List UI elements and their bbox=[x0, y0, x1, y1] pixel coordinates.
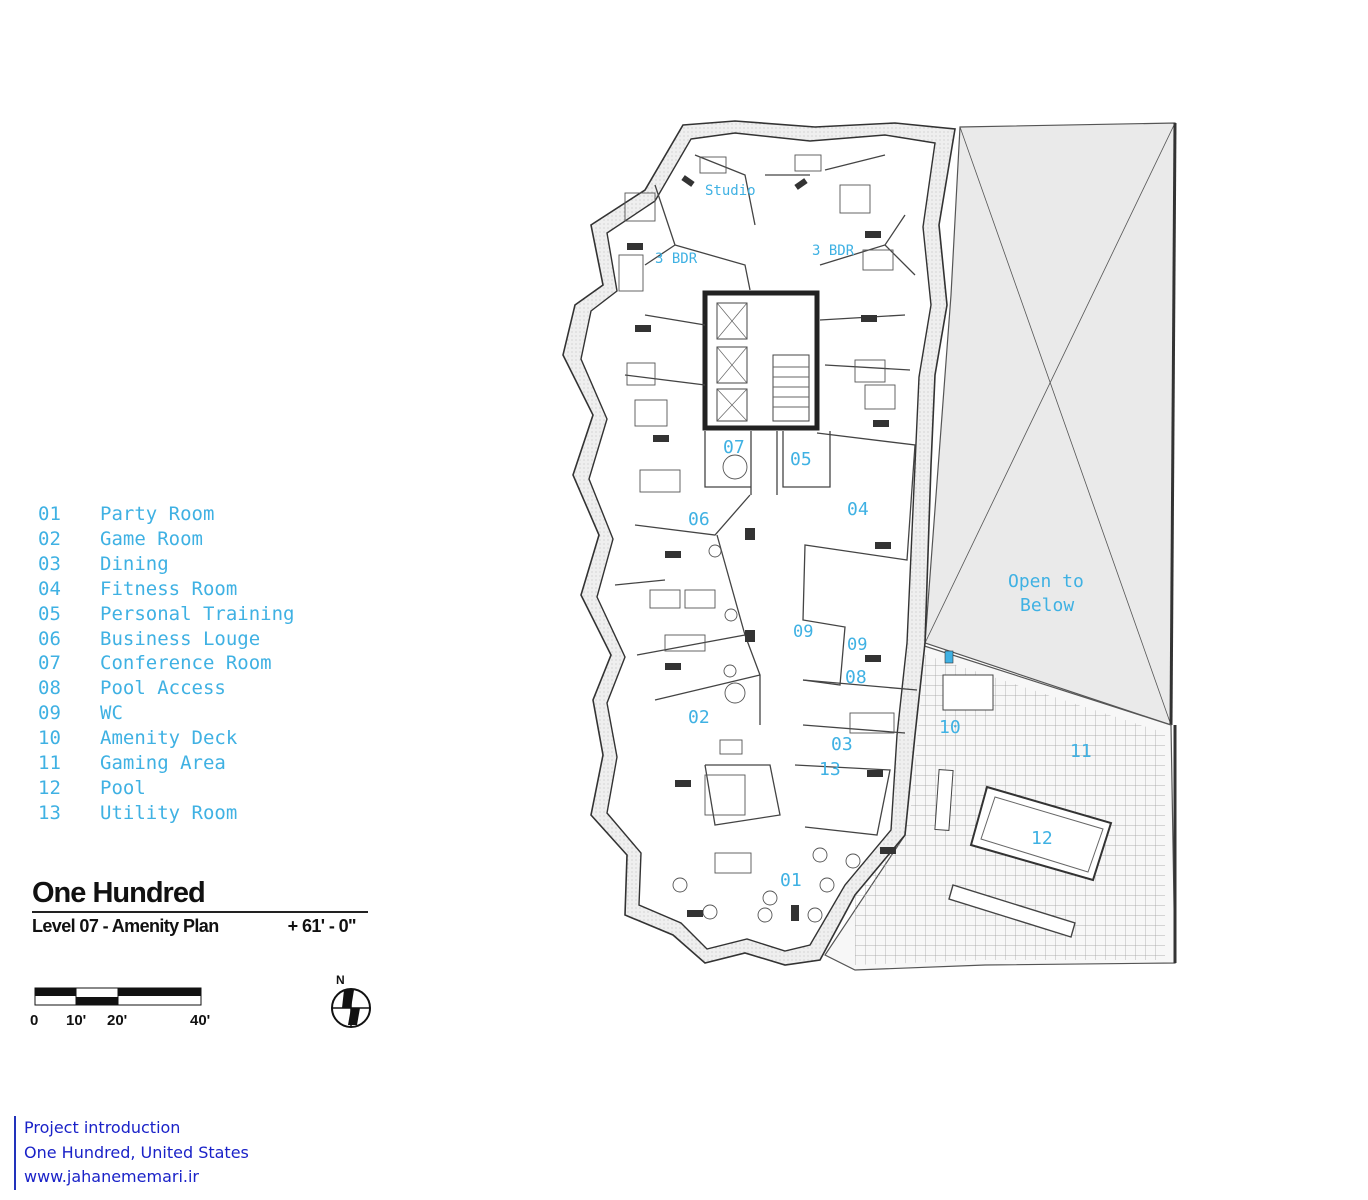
scale-label: 0 bbox=[30, 1012, 39, 1029]
room-01-label: 01 bbox=[780, 870, 802, 891]
subtitle-row: Level 07 - Amenity Plan + 61' - 0" bbox=[32, 916, 368, 937]
drawing-subtitle: Level 07 - Amenity Plan bbox=[32, 916, 219, 936]
interior-walls bbox=[614, 154, 918, 836]
room-12-label: 12 bbox=[1031, 828, 1053, 849]
room-02-label: 02 bbox=[688, 707, 710, 728]
floor-plan: Studio 3 BDR 3 BDR Open to Below 07 05 0… bbox=[562, 120, 1177, 971]
furniture bbox=[618, 154, 896, 923]
footer-line: One Hundred, United States bbox=[24, 1142, 249, 1162]
footer-line: Project introduction bbox=[24, 1118, 181, 1137]
room-10-label: 10 bbox=[939, 717, 961, 738]
title-block: One Hundred Level 07 - Amenity Plan + 61… bbox=[32, 876, 368, 937]
project-footer: Project introduction One Hundred, United… bbox=[14, 1116, 249, 1190]
building-core bbox=[702, 290, 820, 431]
footer-website: www.jahanememari.ir bbox=[24, 1167, 200, 1186]
room-04-label: 04 bbox=[847, 499, 869, 520]
room-07-label: 07 bbox=[723, 437, 745, 458]
pool bbox=[948, 785, 1113, 938]
void-label-line1: Open to bbox=[1008, 571, 1084, 592]
north-arrow-icon: N bbox=[331, 973, 371, 1028]
scale-label: 20' bbox=[107, 1012, 128, 1029]
unit-label: 3 BDR bbox=[655, 251, 698, 267]
room-11-label: 11 bbox=[1070, 741, 1092, 762]
open-to-below-void bbox=[924, 122, 1177, 726]
room-05-label: 05 bbox=[790, 449, 812, 470]
scale-label: 10' bbox=[66, 1012, 87, 1029]
room-09b-label: 09 bbox=[847, 635, 867, 655]
room-13-label: 13 bbox=[819, 759, 841, 780]
elevation-label: + 61' - 0" bbox=[287, 916, 357, 936]
room-09a-label: 09 bbox=[793, 622, 813, 642]
drawing-title: One Hundred bbox=[32, 877, 206, 909]
scale-bar-graphic bbox=[34, 987, 202, 1006]
studio-label: Studio bbox=[705, 183, 756, 199]
room-08-label: 08 bbox=[845, 667, 867, 688]
unit-label: 3 BDR bbox=[812, 243, 855, 259]
scale-label: 40' bbox=[190, 1012, 211, 1029]
room-03-label: 03 bbox=[831, 734, 853, 755]
void-label-line2: Below bbox=[1020, 595, 1074, 616]
title-rule bbox=[32, 911, 368, 913]
building-envelope bbox=[562, 120, 956, 966]
north-label: N bbox=[336, 973, 345, 987]
scale-bar: 0 10' 20' 40' bbox=[30, 985, 230, 1035]
room-06-label: 06 bbox=[688, 509, 710, 530]
structural-columns bbox=[627, 175, 896, 921]
